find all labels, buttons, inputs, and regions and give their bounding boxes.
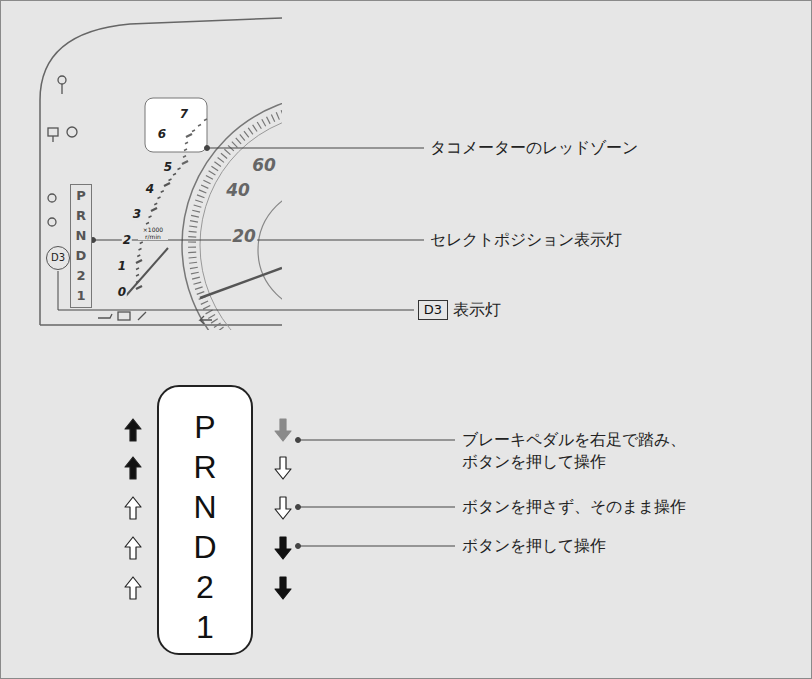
tick [149,216,152,218]
up-arrow [125,537,141,559]
node-text: R [71,208,91,224]
gauge-number: 2 [122,233,132,247]
tick [164,183,170,186]
cluster-bottom [40,324,282,326]
cluster-outline [40,18,282,325]
gauge-number: 20 [231,226,257,246]
node-text: D3 [47,247,69,269]
tick [204,119,207,121]
tick [173,174,176,176]
tach-ticks [136,119,207,289]
tick [186,134,192,137]
gauge-number: 5 [163,160,173,174]
tick [178,168,181,170]
callout-label: 表示灯 [453,300,501,319]
gauge-number: 3 [132,207,142,221]
gauge-number: 1 [117,259,127,273]
tick [185,142,188,144]
node-text: R [159,449,251,485]
tick [136,260,142,263]
gauge-number: 0 [117,285,127,299]
shift-gate: PRND 2 1 [157,385,253,655]
gauge-number: ×1000 r/min [138,226,168,240]
callout-label: ブレーキペダルを右足で踏み、 ボタンを押して操作 [462,429,702,473]
down-arrow [275,537,291,559]
gauge-number: 40 [225,180,251,200]
node-text: 2 [71,268,91,284]
gauge-number: 60 [251,155,277,175]
tick [198,125,201,127]
tick [137,255,140,257]
red-zone [145,98,207,152]
tick [161,191,164,193]
tick [136,275,139,277]
d3-symbol-box: D3 [418,300,448,320]
select-position-indicator: PRND 2 1 [70,184,92,308]
tick [158,197,161,199]
tick [192,130,195,132]
callout-label: タコメーターのレッドゾーン [430,138,638,157]
tach-needle [124,248,168,298]
node-text: 1 [71,288,91,304]
down-arrow [275,457,291,479]
node-text: N [71,228,91,244]
down-arrow [275,577,291,599]
node-text: 2 [159,569,251,605]
tick [169,179,172,181]
node-text: P [71,188,91,204]
tick [182,161,188,164]
tick [183,156,186,158]
tick [154,203,157,205]
node-text: P [159,409,251,445]
tick [140,242,143,244]
tick [136,281,139,283]
gauge-number: 7 [179,107,189,121]
gauge-number: 4 [145,182,155,196]
tick [151,208,157,211]
callout-label: セレクトポジション表示灯 [430,230,622,249]
tick [136,286,142,289]
d3-indicator: D3 [46,246,70,270]
node-text: N [159,489,251,525]
up-arrow [125,577,141,599]
down-arrow [275,497,291,519]
tick [184,149,187,151]
down-arrow [275,419,291,441]
gauge-number: 6 [157,127,167,141]
tick [136,268,139,270]
node-text: D3 [419,301,447,318]
node-text: D [71,248,91,264]
warning-icons [48,76,212,324]
up-arrow [125,497,141,519]
node-text: 1 [159,609,251,645]
up-arrow [125,457,141,479]
node-text: D [159,529,251,565]
callout-label: ボタンを押して操作 [462,536,606,555]
leader-lines [58,146,455,549]
tick [146,223,149,225]
callout-label: ボタンを押さず、そのまま操作 [462,497,686,516]
tick [139,249,142,251]
up-arrow [125,419,141,441]
